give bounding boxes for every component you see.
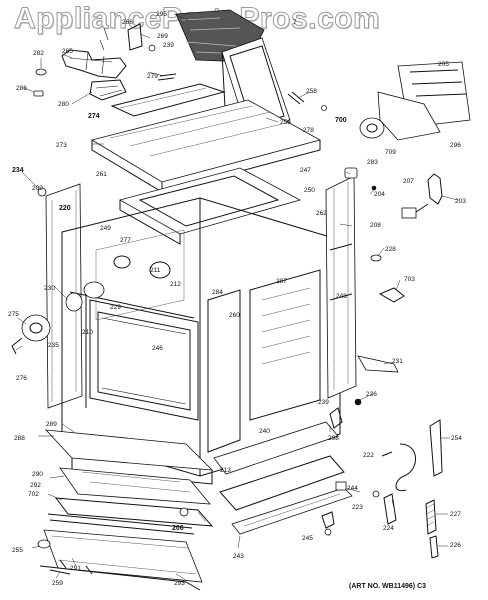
callout-262: 262	[316, 210, 327, 217]
callout-703: 703	[404, 276, 415, 283]
callout-284: 284	[212, 289, 223, 296]
callout-250: 250	[304, 187, 315, 194]
callout-236: 236	[366, 391, 377, 398]
callout-206: 206	[172, 525, 184, 532]
callout-203: 203	[455, 198, 466, 205]
callout-256: 256	[280, 119, 291, 126]
callout-286: 286	[16, 85, 27, 92]
callout-276: 276	[16, 375, 27, 382]
callout-295: 295	[156, 11, 167, 18]
callout-222: 222	[363, 452, 374, 459]
callout-213: 213	[220, 467, 231, 474]
callout-702: 702	[28, 491, 39, 498]
callout-275: 275	[8, 311, 19, 318]
callout-204: 204	[374, 191, 385, 198]
right-bottom-parts	[329, 407, 443, 559]
callout-239b: 239	[318, 399, 329, 406]
leader-lines	[15, 13, 459, 581]
callout-labels: 295 7 282 266 285 269 239 205 286 279 25…	[8, 11, 466, 587]
callout-224: 224	[383, 525, 394, 532]
callout-211: 211	[150, 267, 161, 274]
callout-7: 7	[293, 19, 297, 26]
callout-259: 259	[52, 580, 63, 587]
base-and-levelers	[37, 539, 201, 591]
callout-709: 709	[385, 149, 396, 156]
callout-210: 210	[82, 329, 93, 336]
callout-226: 226	[450, 542, 461, 549]
right-rear-brackets	[287, 61, 471, 141]
callout-209: 209	[32, 185, 43, 192]
inner-top-panel	[118, 167, 302, 245]
callout-261: 261	[96, 171, 107, 178]
callout-278: 278	[303, 127, 314, 134]
callout-260: 260	[229, 312, 240, 319]
right-small-parts	[344, 167, 443, 406]
callout-230: 230	[44, 285, 55, 292]
callout-205: 205	[438, 61, 449, 68]
igniter-bracket-assembly	[33, 23, 177, 101]
callout-279: 279	[147, 73, 158, 80]
bottom-drawer-assembly	[43, 429, 214, 583]
front-burner-rail	[213, 421, 353, 536]
callout-277: 277	[120, 237, 131, 244]
callout-207: 207	[403, 178, 414, 185]
callout-291: 291	[70, 565, 81, 572]
callout-266: 266	[122, 19, 133, 26]
top-cover-panel	[90, 83, 322, 193]
callout-231: 231	[392, 358, 403, 365]
callout-285: 285	[62, 48, 73, 55]
left-round-parts	[11, 281, 105, 355]
callout-274: 274	[88, 113, 100, 120]
callout-292: 292	[30, 482, 41, 489]
callout-246: 246	[152, 345, 163, 352]
callout-208: 208	[370, 222, 381, 229]
callout-235: 235	[48, 342, 59, 349]
callout-243: 243	[233, 553, 244, 560]
callout-245: 245	[302, 535, 313, 542]
callout-282: 282	[33, 50, 44, 57]
callout-288: 288	[14, 435, 25, 442]
callout-254: 254	[451, 435, 462, 442]
callout-293: 293	[174, 580, 185, 587]
callout-227: 227	[450, 511, 461, 518]
callout-289: 289	[46, 421, 57, 428]
callout-280: 280	[58, 101, 69, 108]
callout-223: 223	[352, 504, 363, 511]
callout-247: 247	[300, 167, 311, 174]
callout-229: 229	[110, 304, 121, 311]
callout-244: 244	[347, 485, 358, 492]
callout-296: 296	[450, 142, 461, 149]
callout-239: 239	[163, 42, 174, 49]
callout-212: 212	[170, 281, 181, 288]
callout-249: 249	[100, 225, 111, 232]
callout-258: 258	[306, 88, 317, 95]
callout-248: 248	[336, 293, 347, 300]
callout-290: 290	[32, 471, 43, 478]
callout-273: 273	[56, 142, 67, 149]
callout-220: 220	[59, 205, 71, 212]
callout-700: 700	[335, 117, 347, 124]
callout-234: 234	[12, 167, 24, 174]
callout-298: 298	[328, 435, 339, 442]
callout-269: 269	[157, 33, 168, 40]
callout-287: 287	[276, 278, 287, 285]
callout-228: 228	[385, 246, 396, 253]
right-side-panel	[325, 175, 357, 399]
callout-283: 283	[367, 159, 378, 166]
callout-240: 240	[259, 428, 270, 435]
art-number-caption: (ART NO. WB11496) C3	[349, 583, 427, 590]
callout-255: 255	[12, 547, 23, 554]
